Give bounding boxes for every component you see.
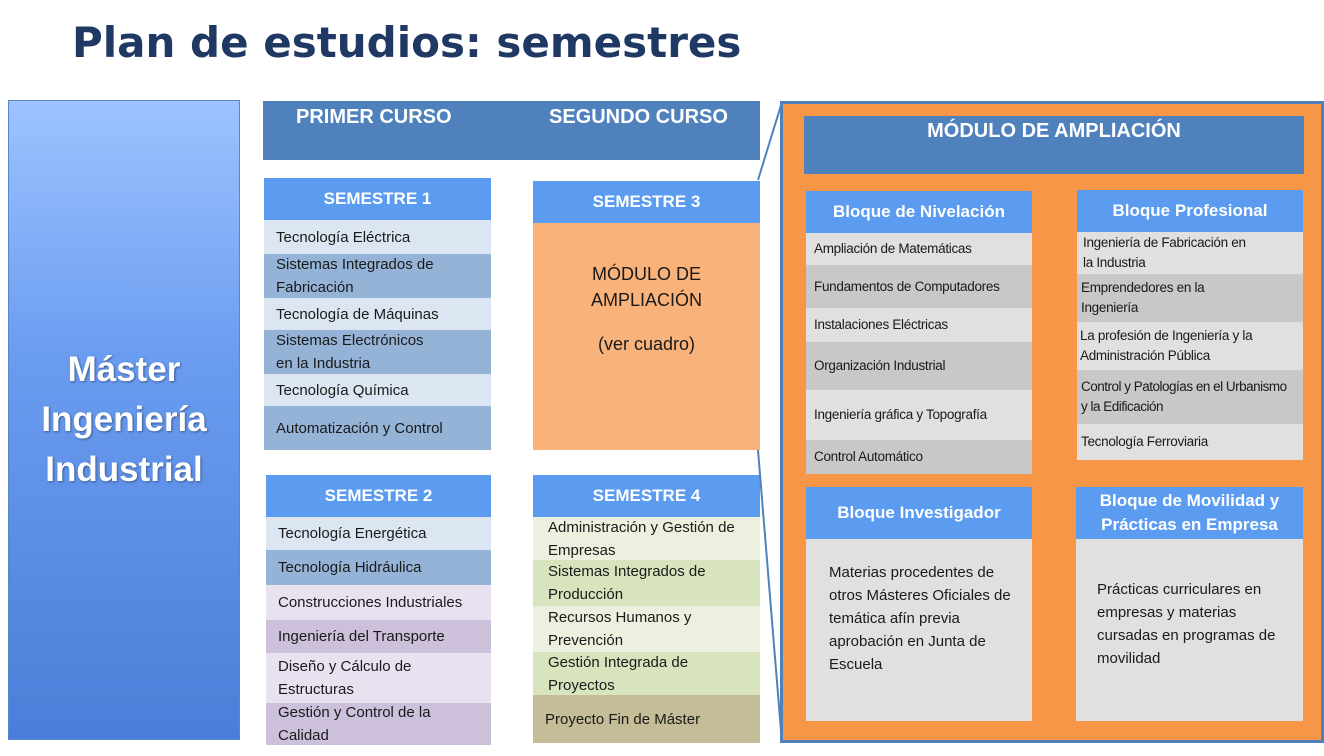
semestre3-note: (ver cuadro) [597,334,696,354]
profesional-item: Tecnología Ferroviaria [1077,424,1303,460]
nivelacion-item: Control Automático [806,440,1032,474]
nivelacion-header: Bloque de Nivelación [806,191,1032,233]
investigador-header: Bloque Investigador [806,487,1032,539]
nivelacion-item: Fundamentos de Computadores [806,265,1032,308]
semestre4-header: SEMESTRE 4 [533,475,760,517]
nivelacion-item: Ingeniería gráfica y Topografía [806,390,1032,440]
nivelacion-item: Ampliación de Matemáticas [806,233,1032,265]
movilidad-header: Bloque de Movilidad y Prácticas en Empre… [1076,487,1303,539]
semestre2-item: Ingeniería del Transporte [266,620,491,653]
semestre3-body: MÓDULO DE AMPLIACIÓN (ver cuadro) [533,223,760,450]
semestre4-item: Recursos Humanos y Prevención [533,606,760,652]
investigador-text: Materias procedentes de otros Másteres O… [806,539,1032,721]
connector-line-bottom [757,449,783,744]
semestre4-item: Sistemas Integrados de Producción [533,560,760,606]
semestre3-line1: MÓDULO DE [591,264,701,284]
semestre3-line2: AMPLIACIÓN [590,290,703,310]
semestre1-item: Tecnología Química [264,374,491,406]
modulo-header: MÓDULO DE AMPLIACIÓN [804,116,1304,174]
curso-header-bar [263,101,760,160]
semestre2-item: Tecnología Energética [266,517,491,550]
movilidad-text: Prácticas curriculares en empresas y mat… [1076,539,1303,721]
nivelacion-item: Instalaciones Eléctricas [806,308,1032,342]
profesional-item: La profesión de Ingeniería y la Administ… [1077,322,1303,370]
segundo-curso-label: SEGUNDO CURSO [549,106,728,128]
master-label: Máster Ingeniería Industrial [41,350,207,489]
connector-line-top [757,101,783,181]
page-title: Plan de estudios: semestres [72,18,742,67]
semestre1-item: Sistemas Integrados de Fabricación [264,254,491,298]
semestre1-item: Tecnología de Máquinas [264,298,491,330]
semestre2-item: Gestión y Control de la Calidad [266,703,491,745]
master-label-box: Máster Ingeniería Industrial [8,100,240,740]
nivelacion-item: Organización Industrial [806,342,1032,390]
profesional-item: Emprendedores en la Ingeniería [1077,274,1303,322]
profesional-header: Bloque Profesional [1077,190,1303,232]
semestre4-item: Administración y Gestión de Empresas [533,517,760,560]
semestre4-item: Proyecto Fin de Máster [533,695,760,743]
connector-lines [757,101,783,744]
primer-curso-label: PRIMER CURSO [296,106,452,128]
semestre1-item: Sistemas Electrónicos en la Industria [264,330,491,374]
semestre2-header: SEMESTRE 2 [266,475,491,517]
semestre2-item: Construcciones Industriales [266,585,491,620]
semestre2-item: Tecnología Hidráulica [266,550,491,585]
semestre2-item: Diseño y Cálculo de Estructuras [266,653,491,703]
profesional-item: Ingeniería de Fabricación en la Industri… [1077,232,1303,274]
profesional-item: Control y Patologías en el Urbanismo y l… [1077,370,1303,424]
semestre1-item: Automatización y Control [264,406,491,450]
semestre4-item: Gestión Integrada de Proyectos [533,652,760,695]
semestre1-item: Tecnología Eléctrica [264,220,491,254]
semestre1-header: SEMESTRE 1 [264,178,491,220]
semestre3-header: SEMESTRE 3 [533,181,760,223]
